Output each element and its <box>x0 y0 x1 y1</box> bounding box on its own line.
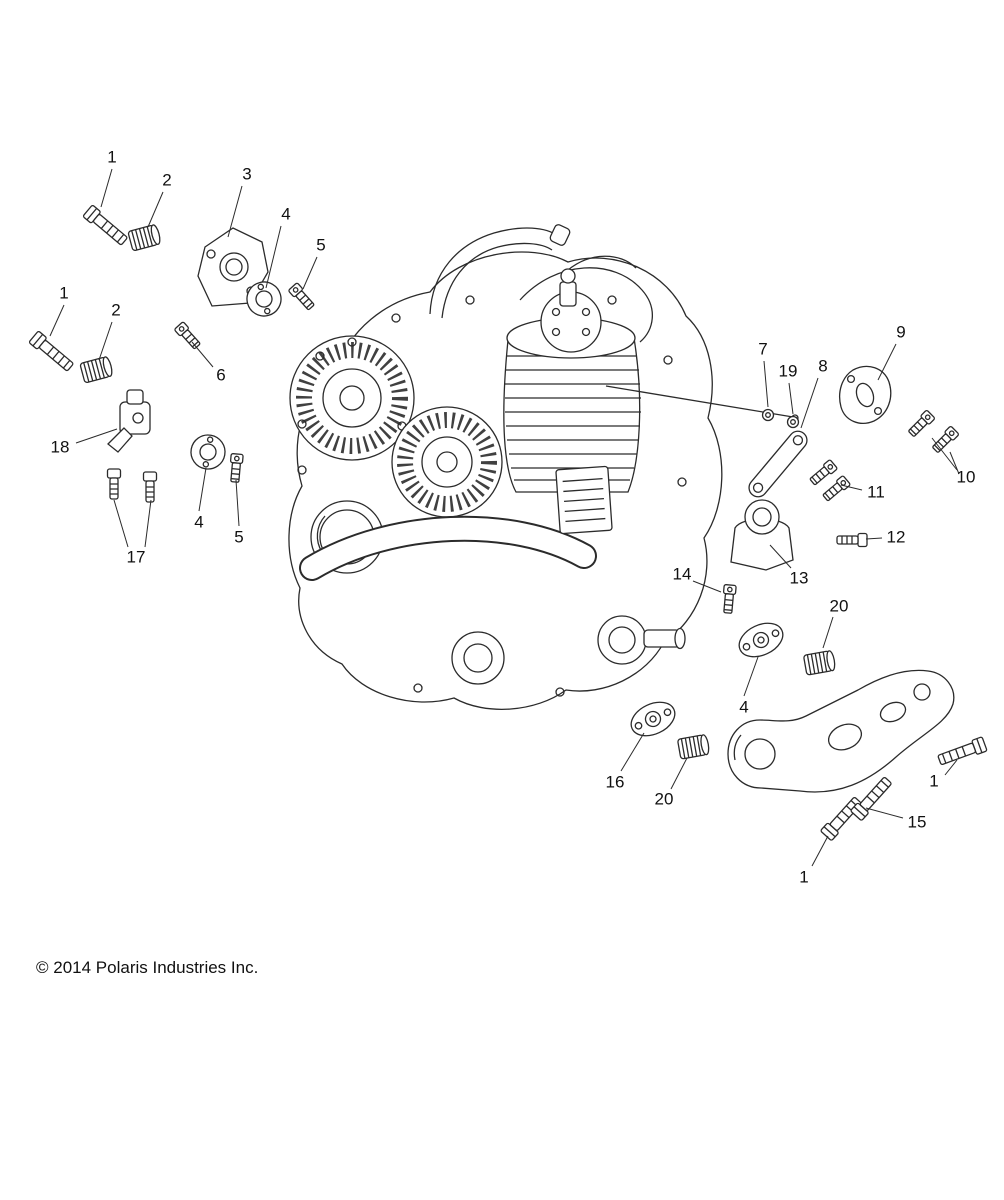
part-screw <box>906 409 936 439</box>
part-mount <box>187 431 229 473</box>
callout-7: 7 <box>758 339 768 359</box>
callout-4: 4 <box>739 697 749 717</box>
callout-6: 6 <box>216 365 226 385</box>
callout-1: 1 <box>107 147 117 167</box>
callout-4: 4 <box>281 204 291 224</box>
part-mount-bracket <box>727 669 955 793</box>
callout-16: 16 <box>605 772 625 792</box>
part-bolt <box>836 532 868 548</box>
callout-4: 4 <box>194 512 204 532</box>
part-bolt <box>819 794 865 842</box>
part-screw <box>930 425 960 455</box>
leader-line <box>49 304 65 337</box>
leader-line <box>763 360 769 408</box>
part-screw <box>287 281 317 313</box>
engine-label-plate <box>555 465 613 535</box>
part-insulator <box>127 223 163 252</box>
part-bolt <box>142 471 158 503</box>
part-insulator <box>802 649 837 676</box>
part-sensor-fitting <box>107 389 151 453</box>
callout-19: 19 <box>778 361 798 381</box>
callout-14: 14 <box>672 564 692 584</box>
callout-12: 12 <box>886 527 906 547</box>
leader-line <box>788 382 794 415</box>
callout-13: 13 <box>789 568 809 588</box>
part-washer <box>761 408 775 422</box>
leader-line <box>235 479 240 527</box>
copyright-text: © 2014 Polaris Industries Inc. <box>36 958 259 977</box>
part-bolt <box>28 330 76 374</box>
callout-10: 10 <box>956 467 976 487</box>
part-bolt <box>936 736 988 768</box>
callout-5: 5 <box>234 527 244 547</box>
callout-3: 3 <box>242 164 252 184</box>
callout-9: 9 <box>896 322 906 342</box>
part-screw <box>807 458 839 488</box>
leader-line <box>865 807 904 819</box>
leader-line <box>743 656 759 697</box>
part-screw <box>173 320 203 352</box>
part-mount-flange <box>625 695 681 743</box>
leader-line <box>800 377 819 429</box>
part-mount <box>733 616 789 664</box>
part-gasket <box>838 365 892 424</box>
callout-17: 17 <box>126 547 146 567</box>
callout-1: 1 <box>929 771 939 791</box>
callout-11: 11 <box>867 482 885 502</box>
callout-2: 2 <box>162 170 172 190</box>
leader-line <box>302 256 318 290</box>
part-insulator <box>79 355 115 384</box>
part-bolt <box>106 468 122 500</box>
leader-line <box>620 732 645 772</box>
exploded-parts <box>28 204 988 842</box>
leader-line <box>670 757 688 790</box>
leader-line <box>265 225 282 289</box>
part-link-arm <box>748 430 808 498</box>
leader-line <box>949 451 960 475</box>
engine-illustration <box>288 224 799 710</box>
callout-1: 1 <box>59 283 69 303</box>
callout-8: 8 <box>818 356 828 376</box>
linkage-rod <box>605 385 794 418</box>
leader-line <box>811 835 829 867</box>
leader-line <box>75 428 118 444</box>
callout-5: 5 <box>316 235 326 255</box>
cylinder-right <box>503 268 641 493</box>
leader-line <box>931 437 958 471</box>
callout-1: 1 <box>799 867 809 887</box>
leader-line <box>144 499 152 548</box>
part-engine-mount <box>730 499 794 571</box>
leader-line <box>100 168 113 208</box>
leader-line <box>865 537 883 540</box>
part-screw <box>820 474 852 504</box>
callout-15: 15 <box>907 812 927 832</box>
part-screw <box>228 452 244 484</box>
output-shaft <box>597 615 647 665</box>
leader-line <box>944 759 958 776</box>
leader-line <box>840 484 863 491</box>
leader-line <box>769 544 792 569</box>
leader-line <box>191 341 214 368</box>
leader-line <box>98 321 113 361</box>
leader-lines <box>49 168 960 867</box>
leader-line <box>227 185 243 238</box>
part-screw <box>721 583 737 615</box>
part-insulator <box>676 733 711 760</box>
callout-18: 18 <box>50 437 70 457</box>
leader-line <box>822 616 834 649</box>
callout-2: 2 <box>111 300 121 320</box>
leader-line <box>147 191 164 228</box>
callout-20: 20 <box>829 596 849 616</box>
part-bolt <box>82 204 130 248</box>
leader-line <box>198 467 207 512</box>
leader-line <box>113 499 129 548</box>
callout-20: 20 <box>654 789 674 809</box>
leader-line <box>692 580 722 593</box>
part-washer <box>786 415 800 429</box>
leader-line <box>877 343 897 381</box>
part-bracket <box>197 227 269 307</box>
